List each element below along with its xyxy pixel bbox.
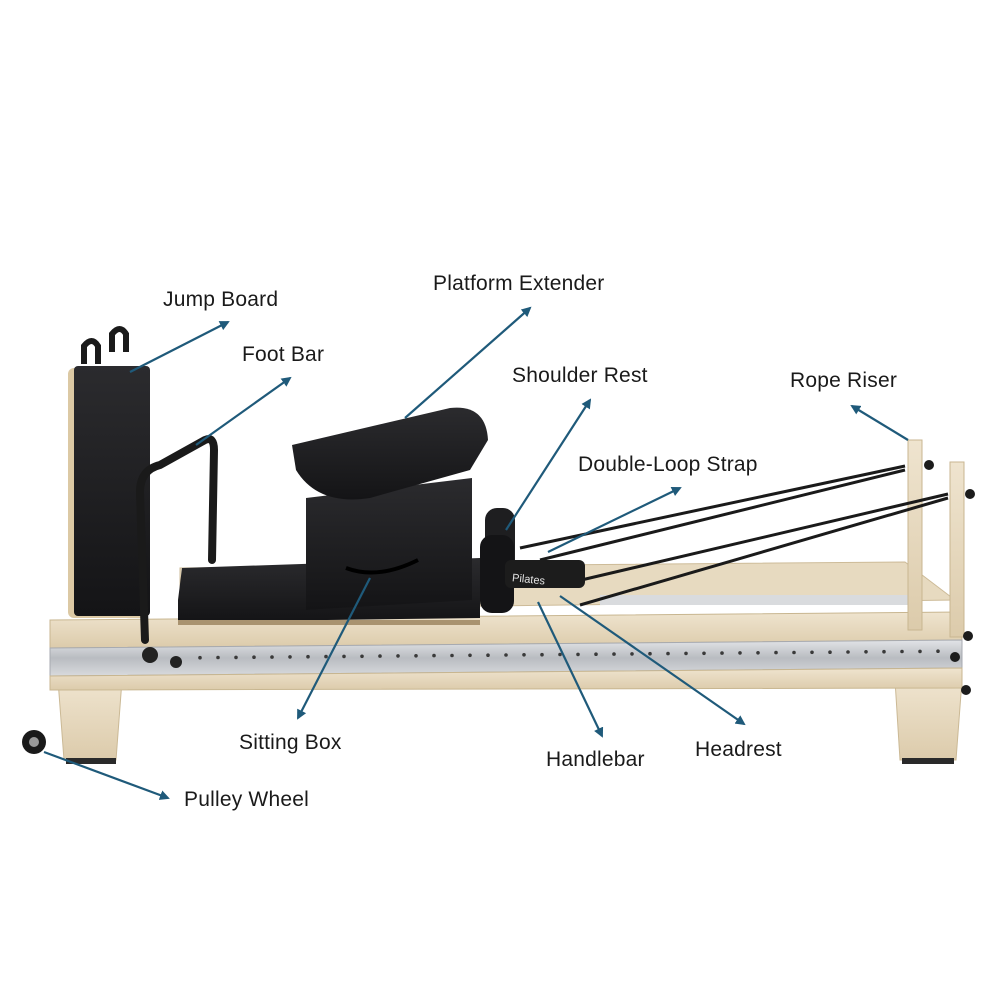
label-handlebar: Handlebar [546, 748, 645, 771]
rail-hole [828, 650, 832, 654]
rail-hole [756, 651, 760, 655]
rail-hole [396, 654, 400, 658]
rail-hole [288, 655, 292, 659]
rail-hole [612, 652, 616, 656]
callout-arrows [43, 306, 909, 800]
rail-hole [720, 651, 724, 655]
rail-hole [558, 652, 562, 657]
arrow-rope-riser [850, 404, 909, 441]
rail-hole [414, 654, 418, 658]
pulley-wheel [22, 730, 46, 754]
arrow-jump-board [129, 321, 230, 373]
jump-board [68, 326, 150, 618]
rail-hole [468, 653, 472, 658]
rail-hole [792, 650, 796, 655]
rail-hole [846, 650, 850, 654]
rail-hole [774, 650, 778, 655]
rail-hole [432, 653, 436, 658]
rail-hole [810, 650, 814, 655]
rail-hole [630, 652, 634, 656]
platform-extender [292, 407, 488, 500]
rail-hole [234, 655, 238, 660]
label-shoulder-rest: Shoulder Rest [512, 364, 648, 387]
foot-bar [135, 435, 219, 668]
rail-hole [576, 652, 580, 657]
arrow-double-loop-strap [547, 486, 682, 553]
arrow-handlebar [537, 601, 604, 738]
arrow-sitting-box [297, 577, 371, 720]
rail-hole [666, 651, 670, 656]
rail-hole [306, 654, 310, 659]
rail-hole [378, 654, 382, 658]
rail-hole [648, 651, 652, 656]
label-jump-board: Jump Board [163, 288, 279, 311]
rail-hole [360, 654, 364, 659]
carriage-brand: Pilates [511, 572, 546, 587]
arrow-platform-extender [404, 306, 532, 419]
rail-hole [252, 655, 256, 659]
rail-hole [198, 655, 202, 660]
rail-hole [900, 649, 904, 654]
rail-hole [522, 653, 526, 657]
arrow-foot-bar [195, 376, 292, 446]
sitting-box [306, 478, 472, 610]
rail-hole [270, 655, 274, 659]
rail-hole [594, 652, 598, 656]
arrow-pulley-wheel [43, 750, 170, 800]
rail-hole [504, 653, 508, 657]
rail-holes [198, 649, 940, 660]
rail-hole [540, 652, 544, 657]
rail-hole [216, 655, 220, 660]
rail-hole [864, 650, 868, 654]
label-sitting-box: Sitting Box [239, 731, 342, 754]
rail-hole [702, 651, 706, 656]
rail-hole [684, 651, 688, 656]
rope-riser-posts [907, 439, 975, 695]
arrow-headrest [559, 595, 746, 726]
label-platform-extender: Platform Extender [433, 272, 605, 295]
rail-hole [918, 649, 922, 654]
label-rope-riser: Rope Riser [790, 369, 898, 392]
label-headrest: Headrest [695, 738, 782, 761]
label-pulley-wheel: Pulley Wheel [184, 788, 309, 811]
rail-hole [882, 649, 886, 654]
rail-hole [342, 654, 346, 659]
rail-hole [936, 649, 940, 653]
rail-hole [450, 653, 454, 658]
rail-hole [738, 651, 742, 655]
arrow-shoulder-rest [505, 398, 592, 531]
rail-hole [324, 654, 328, 659]
reformer-legs [57, 679, 963, 764]
rail-hole [486, 653, 490, 657]
label-foot-bar: Foot Bar [242, 343, 325, 366]
label-double-loop-strap: Double-Loop Strap [578, 453, 758, 476]
